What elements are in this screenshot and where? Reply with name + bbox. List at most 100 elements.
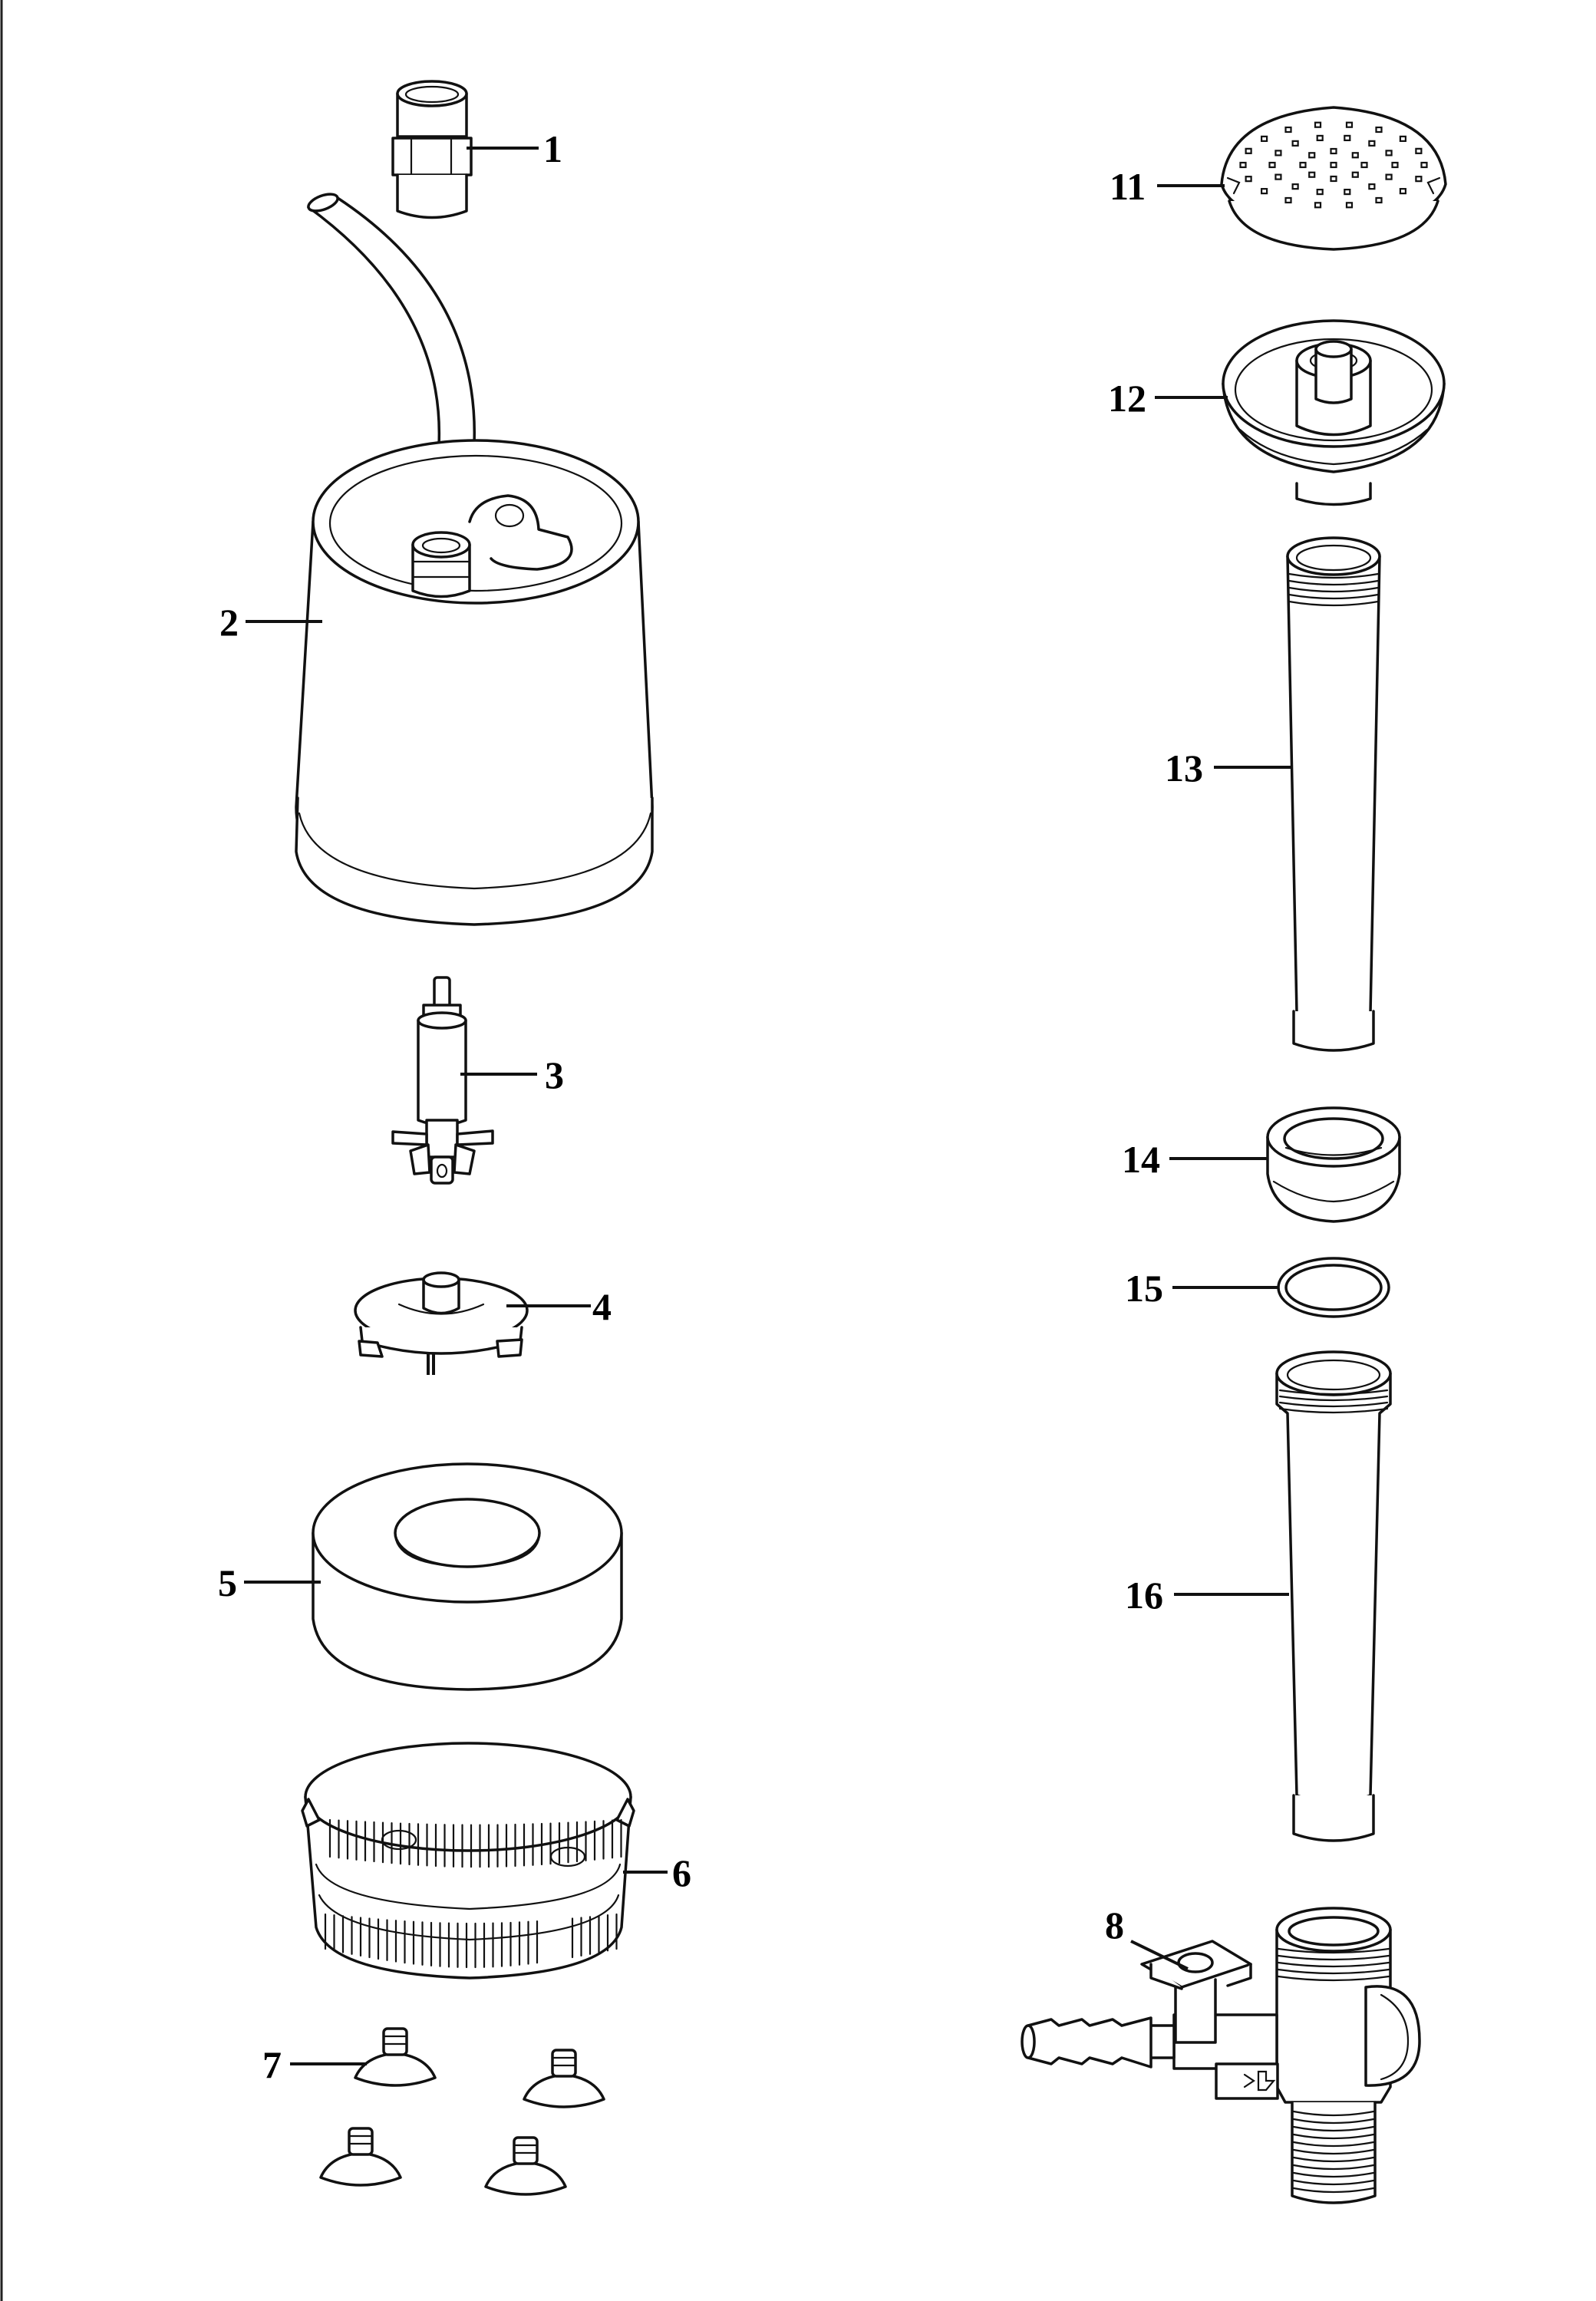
callout-label-3: 3 <box>545 1053 564 1096</box>
thread-ring <box>1277 1947 1390 1954</box>
thread-ring <box>1278 1395 1389 1402</box>
part-1-adapter: 1 <box>391 80 562 219</box>
thread-ring <box>1292 2118 1375 2125</box>
thread-ring <box>1292 2110 1375 2117</box>
nozzle-hole <box>1314 202 1322 209</box>
nozzle-hole <box>1308 152 1316 159</box>
thread-ring <box>1292 2156 1375 2163</box>
nozzle-base-icon <box>1222 319 1446 506</box>
nozzle-hole <box>1291 183 1299 190</box>
thread-ring <box>1288 586 1380 593</box>
thread-ring <box>1288 572 1380 579</box>
callout-label-5: 5 <box>218 1561 237 1604</box>
nozzle-hole <box>1415 176 1423 183</box>
suction-cup-feet-icon <box>319 2027 605 2196</box>
callout-label-2: 2 <box>219 601 239 644</box>
nozzle-hole <box>1261 188 1268 195</box>
nozzle-hole <box>1314 121 1322 128</box>
callout-label-8: 8 <box>1105 1904 1124 1947</box>
coupling-nut-icon <box>1266 1106 1401 1223</box>
nozzle-hole <box>1245 176 1252 183</box>
callout-label-6: 6 <box>672 1851 691 1894</box>
thread-ring <box>1288 579 1380 586</box>
callout-label-12: 12 <box>1108 377 1146 420</box>
nozzle-hole <box>1308 171 1316 178</box>
thread-ring <box>1277 1961 1390 1968</box>
part-16-lower-tube: 16 <box>1125 1350 1392 1842</box>
nozzle-hole <box>1316 134 1324 142</box>
extension-tube-upper-icon <box>1286 536 1381 1052</box>
thread-ring <box>1292 2164 1375 2171</box>
thread-ring <box>1288 593 1380 600</box>
callout-label-1: 1 <box>543 127 562 170</box>
nozzle-hole <box>1330 175 1337 183</box>
callout-label-7: 7 <box>262 2043 282 2086</box>
thread-ring <box>1292 2171 1375 2178</box>
thread-ring <box>1292 2148 1375 2155</box>
nozzle-hole <box>1360 161 1368 169</box>
nozzle-hole <box>1345 121 1354 128</box>
extension-tube-lower-icon <box>1275 1350 1392 1842</box>
part-8-valve-tee: 8 <box>1021 1904 1421 2204</box>
callout-label-14: 14 <box>1122 1138 1160 1181</box>
nozzle-hole <box>1351 152 1359 159</box>
part-5-foam-ring: 5 <box>218 1462 623 1691</box>
impeller-cover-icon <box>354 1271 529 1375</box>
thread-ring <box>1277 1954 1390 1961</box>
nozzle-hole <box>1351 171 1359 178</box>
nozzle-hole <box>1316 188 1324 196</box>
thread-ring <box>1277 1968 1390 1975</box>
thread-ring <box>1278 1389 1389 1396</box>
nozzle-hole <box>1375 126 1383 134</box>
nozzle-hole <box>1385 150 1393 157</box>
nozzle-hole <box>1415 147 1423 154</box>
foam-filter-ring-icon <box>312 1462 623 1691</box>
nozzle-hole <box>1274 173 1282 180</box>
thread-ring <box>1278 1401 1389 1408</box>
nozzle-hole <box>1330 147 1337 155</box>
nozzle-hole <box>1344 188 1351 196</box>
nozzle-hole <box>1368 140 1376 147</box>
nozzle-hole <box>1399 135 1406 142</box>
nozzle-hole <box>1299 161 1307 169</box>
part-12-nozzle-base: 12 <box>1108 319 1446 506</box>
thread-ring <box>1292 2141 1375 2148</box>
part-4-cover: 4 <box>354 1271 612 1375</box>
nozzle-hole <box>1344 134 1351 142</box>
nozzle-hole <box>1268 161 1276 169</box>
thread-ring <box>1292 2179 1375 2186</box>
flow-valve-tee-icon <box>1021 1907 1421 2204</box>
nozzle-hole <box>1420 161 1428 169</box>
callout-label-13: 13 <box>1165 747 1203 790</box>
nozzle-hole <box>1368 183 1376 190</box>
part-3-impeller: 3 <box>391 976 564 1185</box>
spray-nozzle-cap-icon <box>1220 106 1447 251</box>
part-7-suction-cups: 7 <box>262 2027 605 2196</box>
part-2-pump-housing: 2 <box>219 193 654 926</box>
part-6-strainer: 6 <box>301 1742 691 1980</box>
nozzle-hole <box>1284 196 1292 204</box>
intake-strainer-cage-icon <box>301 1742 635 1980</box>
nozzle-hole <box>1239 161 1247 169</box>
thread-ring <box>1277 1975 1390 1982</box>
thread-ring <box>1292 2125 1375 2132</box>
part-14-coupling: 14 <box>1122 1106 1401 1223</box>
impeller-rotor-icon <box>391 976 494 1185</box>
threaded-adapter-icon <box>391 80 473 219</box>
callout-label-16: 16 <box>1125 1574 1163 1617</box>
part-15-o-ring: 15 <box>1125 1257 1390 1318</box>
callout-label-4: 4 <box>592 1285 612 1328</box>
nozzle-hole <box>1291 140 1299 147</box>
thread-ring <box>1292 2187 1375 2194</box>
nozzle-hole <box>1375 196 1383 204</box>
nozzle-hole <box>1345 202 1354 209</box>
thread-ring <box>1292 2133 1375 2140</box>
nozzle-hole <box>1399 188 1406 195</box>
thread-ring <box>1278 1407 1389 1414</box>
nozzle-hole <box>1261 135 1268 142</box>
o-ring-seal-icon <box>1277 1257 1390 1318</box>
part-13-upper-tube: 13 <box>1165 536 1381 1052</box>
nozzle-hole <box>1385 173 1393 180</box>
thread-ring <box>1288 600 1380 607</box>
nozzle-hole <box>1391 161 1399 169</box>
